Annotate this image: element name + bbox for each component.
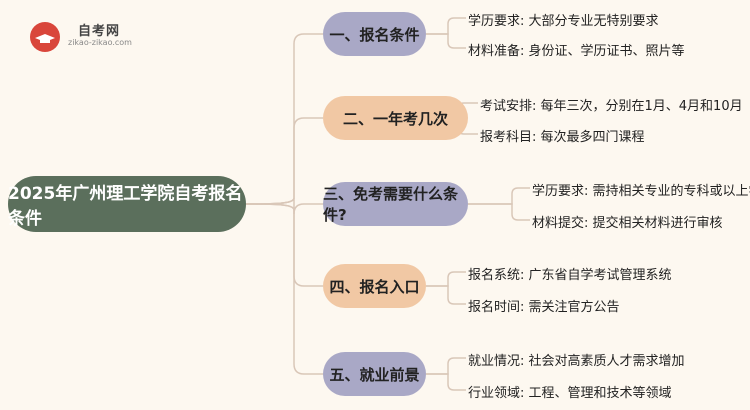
branch-label: 四、报名入口 [329, 277, 420, 296]
branch-node-registration-conditions[interactable]: 一、报名条件 [323, 12, 426, 56]
logo-name: 自考网 [78, 24, 121, 39]
root-node[interactable]: 2025年广州理工学院自考报名条件 [8, 176, 246, 232]
branch-label: 五、就业前景 [329, 365, 420, 384]
leaf-text: 材料准备: 身份证、学历证书、照片等 [468, 44, 685, 59]
leaf-text: 学历要求: 需持相关专业的专科或以上学历 [532, 184, 750, 199]
logo-url: zikao-zikao.com [68, 38, 132, 47]
leaf-text: 报考科目: 每次最多四门课程 [480, 130, 645, 145]
leaf-text: 考试安排: 每年三次，分别在1月、4月和10月 [480, 99, 743, 114]
leaf-text: 就业情况: 社会对高素质人才需求增加 [468, 354, 685, 369]
leaf-text: 报名系统: 广东省自学考试管理系统 [468, 268, 672, 283]
branch-node-exams-per-year[interactable]: 二、一年考几次 [323, 96, 468, 140]
leaf-text: 报名时间: 需关注官方公告 [468, 300, 620, 315]
branch-node-registration-portal[interactable]: 四、报名入口 [323, 264, 426, 308]
leaf-text: 学历要求: 大部分专业无特别要求 [468, 14, 659, 29]
logo-emblem [30, 22, 60, 52]
branch-label: 一、报名条件 [329, 25, 420, 44]
leaf-text: 行业领域: 工程、管理和技术等领域 [468, 386, 672, 401]
branch-label: 三、免考需要什么条件? [323, 185, 459, 224]
branch-node-employment-prospects[interactable]: 五、就业前景 [323, 352, 426, 396]
site-logo[interactable]: 自考网 zikao-zikao.com [30, 18, 160, 54]
branch-label: 二、一年考几次 [342, 109, 448, 128]
root-label: 2025年广州理工学院自考报名条件 [8, 184, 243, 229]
branch-node-exemption-conditions[interactable]: 三、免考需要什么条件? [323, 182, 468, 226]
graduation-cap-icon [35, 34, 55, 43]
leaf-text: 材料提交: 提交相关材料进行审核 [532, 216, 723, 231]
